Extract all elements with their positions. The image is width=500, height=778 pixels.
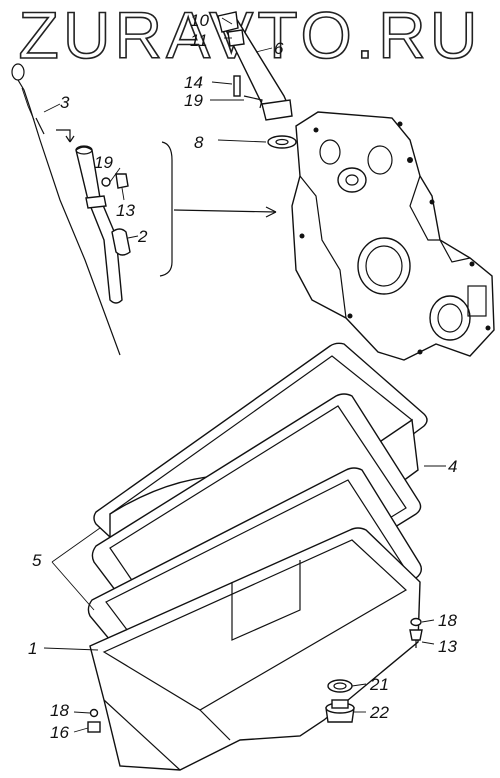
bolt-and-washer bbox=[101, 173, 129, 189]
callout-19-tube: 19 bbox=[94, 153, 113, 172]
sealing-ring bbox=[327, 679, 353, 693]
callout-8: 8 bbox=[194, 133, 204, 152]
callout-6: 6 bbox=[274, 39, 284, 58]
flywheel-housing bbox=[291, 111, 495, 361]
drain-plug bbox=[87, 708, 101, 733]
filler-gasket bbox=[267, 135, 297, 149]
callout-10: 10 bbox=[190, 11, 209, 30]
callout-16: 16 bbox=[50, 723, 69, 742]
callout-2: 2 bbox=[137, 227, 148, 246]
bolt-and-washer-right bbox=[409, 617, 423, 648]
callout-21: 21 bbox=[369, 675, 389, 694]
callout-19-top: 19 bbox=[184, 91, 203, 110]
callout-13-right: 13 bbox=[438, 637, 457, 656]
callout-14: 14 bbox=[184, 73, 203, 92]
oil-dipstick bbox=[11, 63, 121, 356]
callout-4: 4 bbox=[448, 457, 457, 476]
callout-11: 11 bbox=[190, 31, 208, 50]
callout-3: 3 bbox=[60, 93, 70, 112]
oil-pan bbox=[89, 527, 421, 771]
oil-pan-plug bbox=[325, 699, 355, 723]
callout-18-left: 18 bbox=[50, 701, 69, 720]
bolt-and-pin bbox=[233, 75, 263, 109]
dipstick-guide-tube bbox=[75, 145, 131, 304]
callout-22: 22 bbox=[369, 703, 389, 722]
callout-1: 1 bbox=[28, 639, 37, 658]
callout-5: 5 bbox=[32, 551, 42, 570]
callout-18-right: 18 bbox=[438, 611, 457, 630]
callout-13-tube: 13 bbox=[116, 201, 135, 220]
oil-filler-tube bbox=[217, 11, 293, 121]
